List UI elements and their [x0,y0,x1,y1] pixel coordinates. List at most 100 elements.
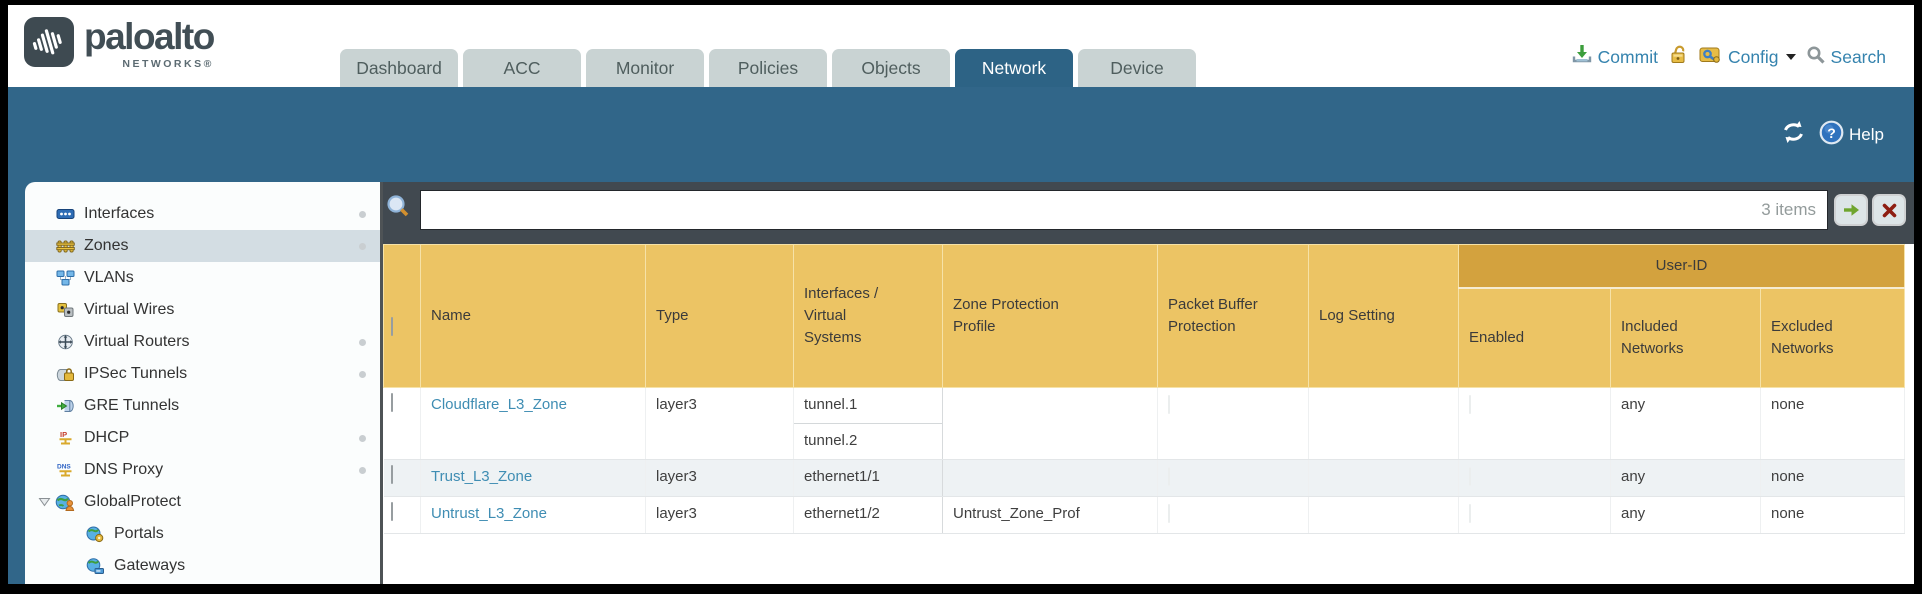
brand-name: paloalto [84,16,215,57]
help-icon: ? [1819,120,1844,150]
paloalto-logo: paloalto NETWORKS® [24,16,215,72]
user-id-enabled-checkbox [1469,504,1471,523]
tab-network[interactable]: Network [955,49,1073,87]
included-networks-cell: any [1610,496,1761,534]
row-select-checkbox[interactable] [390,393,393,412]
sidebar-item-ipsec-tunnels[interactable]: IPSec Tunnels [25,358,380,390]
zone-protection-cell [942,387,1158,460]
log-setting-cell [1308,459,1459,497]
config-menu-button[interactable]: Config [1698,44,1796,70]
zone-protection-cell: Untrust_Zone_Prof [942,496,1158,534]
packet-buffer-cell [1157,387,1309,460]
tab-device[interactable]: Device [1078,49,1196,87]
top-bar: paloalto NETWORKS® Dashboard ACC Monitor… [8,5,1914,87]
packet-buffer-cell [1157,496,1309,534]
table-row: Cloudflare_L3_Zone layer3 tunnel.1 tunne… [383,387,1905,460]
sidebar-item-dhcp[interactable]: IP DHCP [25,422,380,454]
filter-input[interactable] [420,190,1828,230]
included-networks-cell: any [1610,387,1761,460]
help-button[interactable]: ? Help [1819,120,1884,150]
column-header-interfaces[interactable]: Interfaces / Virtual Systems [793,244,943,388]
column-header-included-networks[interactable]: Included Networks [1610,287,1761,388]
network-sidebar: Interfaces Zones VLANs [25,182,380,584]
zones-table: Name Type Interfaces / Virtual Systems Z… [383,244,1905,534]
sidebar-item-gp-gateways[interactable]: Gateways [25,550,380,582]
item-count-dot [359,242,366,250]
sidebar-item-vlans[interactable]: VLANs [25,262,380,294]
svg-text:DNS: DNS [57,464,71,471]
column-header-enabled[interactable]: Enabled [1458,287,1611,388]
packet-buffer-checkbox [1168,395,1170,414]
select-all-header [383,244,421,388]
user-id-enabled-cell [1458,387,1611,460]
sidebar-item-dns-proxy[interactable]: DNS DNS Proxy [25,454,380,486]
commit-icon [1571,44,1593,70]
sidebar-item-interfaces[interactable]: Interfaces [25,198,380,230]
tab-acc[interactable]: ACC [463,49,581,87]
row-select-checkbox[interactable] [390,502,393,521]
tab-dashboard[interactable]: Dashboard [340,49,458,87]
interface-item: tunnel.2 [804,432,858,449]
user-id-enabled-cell [1458,459,1611,497]
zone-name-link[interactable]: Trust_L3_Zone [431,468,533,485]
sidebar-item-virtual-wires[interactable]: Virtual Wires [25,294,380,326]
tab-monitor[interactable]: Monitor [586,49,704,87]
help-label: Help [1849,124,1884,144]
commit-button[interactable]: Commit [1571,44,1658,70]
included-networks-cell: any [1610,459,1761,497]
lock-button[interactable] [1668,44,1688,70]
zone-interfaces-cell: ethernet1/2 [793,496,943,534]
sidebar-item-globalprotect[interactable]: GlobalProtect [25,486,380,518]
zone-protection-cell [942,459,1158,497]
tab-objects[interactable]: Objects [832,49,950,87]
item-count-dot [359,434,366,442]
row-select-checkbox[interactable] [390,465,393,484]
sidebar-item-zones[interactable]: Zones [25,230,380,262]
main-nav-tabs: Dashboard ACC Monitor Policies Objects N… [340,49,1196,87]
zones-icon [55,238,75,254]
gre-tunnels-icon [55,398,75,414]
global-search-button[interactable]: Search [1806,45,1886,70]
item-count-dot [359,338,366,346]
clear-filter-button[interactable] [1874,196,1904,224]
column-header-type[interactable]: Type [645,244,794,388]
tab-policies[interactable]: Policies [709,49,827,87]
sidebar-item-gre-tunnels[interactable]: GRE Tunnels [25,390,380,422]
zone-name-link[interactable]: Untrust_L3_Zone [431,505,547,522]
column-header-zone-protection[interactable]: Zone Protection Profile [942,244,1158,388]
packet-buffer-checkbox [1168,467,1170,486]
excluded-networks-cell: none [1760,496,1905,534]
zone-interfaces-cell: tunnel.1 tunnel.2 [793,387,943,460]
column-header-excluded-networks[interactable]: Excluded Networks [1760,287,1905,388]
select-all-checkbox[interactable] [391,317,393,336]
portals-icon [85,526,105,543]
config-icon [1698,44,1723,70]
zone-type-cell: layer3 [645,387,794,460]
item-count-dot [359,370,366,378]
table-row: Untrust_L3_Zone layer3 ethernet1/2 Untru… [383,496,1905,534]
excluded-networks-cell: none [1760,459,1905,497]
apply-filter-button[interactable] [1836,196,1866,224]
column-header-name[interactable]: Name [420,244,646,388]
interface-item: ethernet1/1 [804,468,880,485]
virtual-wires-icon [55,302,75,318]
dhcp-icon: IP [55,430,75,446]
search-icon [1806,45,1826,70]
sidebar-main-divider [380,182,383,584]
expand-collapse-icon[interactable] [33,497,55,507]
refresh-button[interactable] [1780,120,1807,149]
packet-buffer-checkbox [1168,504,1170,523]
brand-subtitle: NETWORKS® [122,58,214,70]
vlans-icon [55,270,75,286]
chevron-down-icon [1785,54,1796,60]
paloalto-logo-icon [24,17,74,72]
sidebar-item-virtual-routers[interactable]: Virtual Routers [25,326,380,358]
zone-type-cell: layer3 [645,459,794,497]
zone-name-link[interactable]: Cloudflare_L3_Zone [431,396,567,413]
user-id-enabled-checkbox [1469,395,1471,414]
ipsec-tunnels-icon [55,366,75,382]
sidebar-item-gp-portals[interactable]: Portals [25,518,380,550]
column-header-log-setting[interactable]: Log Setting [1308,244,1459,388]
column-header-packet-buffer[interactable]: Packet Buffer Protection [1157,244,1309,388]
user-id-enabled-checkbox [1469,467,1471,486]
